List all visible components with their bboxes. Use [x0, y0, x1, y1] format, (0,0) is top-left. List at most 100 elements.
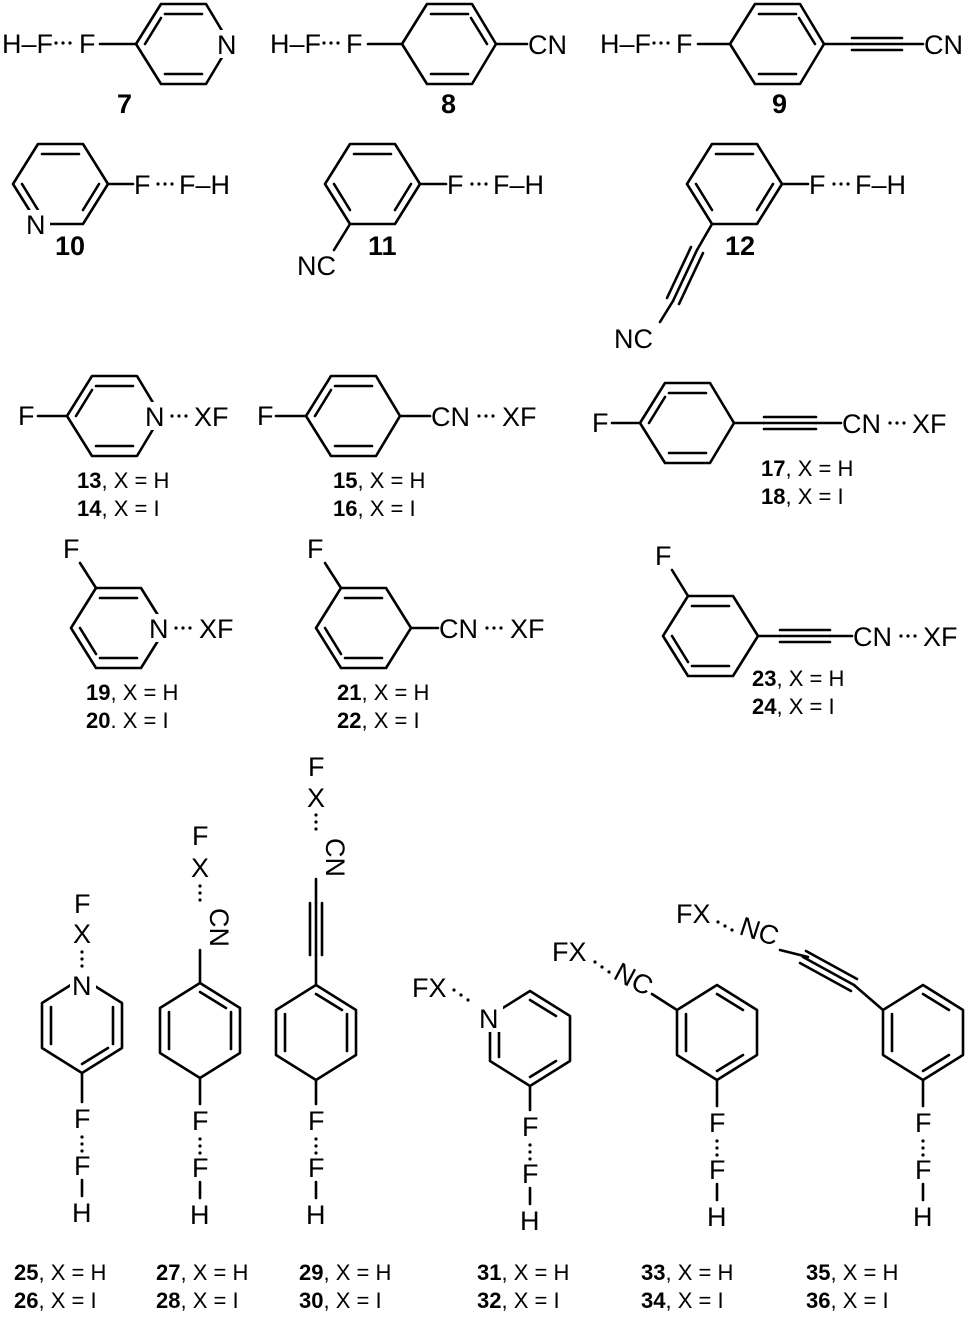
h-bond-dots — [314, 813, 318, 831]
caption-text: , X = I — [38, 1288, 96, 1313]
svg-text:34, X = I: 34, X = I — [641, 1288, 724, 1313]
atom-label-hf: H–F — [270, 29, 321, 59]
atom-label-h: H — [707, 1202, 727, 1232]
atom-label-xf: XF — [923, 622, 958, 652]
atom-label-cn: CN — [320, 838, 350, 877]
svg-text:17, X = H: 17, X = H — [761, 456, 853, 481]
h-bond-dot — [593, 960, 597, 964]
caption-text: , X = I — [101, 496, 159, 521]
atom-label-n: N — [149, 614, 169, 644]
caption-text: , X = I — [501, 1288, 559, 1313]
bond — [198, 990, 228, 1010]
structure-13-14: F N XF 13, X = H 14, X = I — [18, 374, 229, 521]
structure-9: H–F F CN 9 — [600, 2, 963, 119]
structure-12: F F–H NC 12 — [614, 142, 906, 354]
atom-label-cn: CN — [204, 908, 234, 947]
svg-text:33, X = H: 33, X = H — [641, 1260, 733, 1285]
h-bond-dot — [466, 998, 470, 1002]
compound-number: 22 — [337, 708, 361, 733]
benzene-ring — [323, 142, 422, 226]
atom-label-nc: NC — [736, 911, 782, 952]
h-bond-dot — [730, 928, 734, 932]
atom-label-f: F — [676, 29, 693, 59]
bond — [670, 568, 690, 598]
label-mask — [477, 1004, 503, 1032]
svg-text:32, X = I: 32, X = I — [477, 1288, 560, 1313]
structure-7: H–F F N 7 — [2, 2, 239, 119]
atom-label-f: F — [192, 1153, 209, 1183]
h-bond-dot — [607, 970, 611, 974]
compound-number: 23 — [752, 666, 776, 691]
caption-text: , X = H — [361, 680, 429, 705]
structure-23-24: F CN XF 23, X = H 24, X = I — [655, 541, 958, 719]
svg-text:30, X = I: 30, X = I — [299, 1288, 382, 1313]
label-mask — [142, 402, 168, 430]
bond — [313, 388, 333, 418]
compound-number: 31 — [477, 1260, 501, 1285]
compound-number: 35 — [806, 1260, 830, 1285]
atom-label-f: F — [63, 534, 80, 564]
h-bond-dots — [170, 414, 188, 418]
svg-text:23, X = H: 23, X = H — [752, 666, 844, 691]
svg-text:29, X = H: 29, X = H — [299, 1260, 391, 1285]
h-bond-dots — [80, 950, 84, 968]
bond — [143, 16, 163, 46]
h-bond-dots — [322, 41, 340, 45]
compound-number: 16 — [333, 496, 357, 521]
atom-label-h: H — [520, 1206, 540, 1236]
bond — [393, 182, 413, 212]
compound-number: 32 — [477, 1288, 501, 1313]
bond — [755, 182, 775, 212]
atom-label-h: H — [306, 1200, 326, 1230]
atom-label-h: H — [190, 1200, 210, 1230]
bond — [797, 16, 817, 46]
bond — [694, 182, 714, 212]
triple-bond — [677, 251, 705, 306]
benzene-ring — [638, 381, 736, 465]
caption-text: , X = H — [785, 456, 853, 481]
caption-text: , X = H — [323, 1260, 391, 1285]
compound-number: 34 — [641, 1288, 666, 1313]
compound-number: 24 — [752, 694, 777, 719]
compound-number: 18 — [761, 484, 785, 509]
caption-text: , X = I — [776, 694, 834, 719]
triple-bond — [801, 955, 856, 987]
structure-25-26: F X N F F H 25, X = H 26, X = I — [14, 889, 124, 1313]
structure-17-18: F CN XF 17, X = H 18, X = I — [592, 381, 947, 509]
atom-label-cn: CN — [853, 622, 892, 652]
label-mask — [24, 210, 50, 236]
atom-label-f: F — [79, 29, 96, 59]
compound-number: 7 — [117, 89, 132, 119]
atom-label-cn: CN — [439, 614, 478, 644]
caption-text: , X = H — [38, 1260, 106, 1285]
h-bond-dots — [485, 626, 503, 630]
benzene-ring — [400, 2, 498, 86]
pyridine-ring — [11, 142, 110, 226]
caption-text: , X = I — [785, 484, 843, 509]
atom-label-hf: H–F — [2, 29, 53, 59]
svg-text:28, X = I: 28, X = I — [156, 1288, 239, 1313]
h-bond-dots — [652, 41, 670, 45]
compound-number: 9 — [772, 89, 787, 119]
bond — [332, 222, 352, 252]
atom-label-x: X — [307, 783, 325, 813]
atom-label-f: F — [709, 1108, 726, 1138]
atom-label-x: X — [191, 853, 209, 883]
caption-text: , X = H — [665, 1260, 733, 1285]
compound-number: 13 — [77, 468, 101, 493]
atom-label-h: H — [913, 1202, 933, 1232]
bond — [647, 395, 667, 425]
benzene-ring — [304, 374, 402, 458]
atom-label-f: F — [522, 1159, 539, 1189]
svg-text:25, X = H: 25, X = H — [14, 1260, 106, 1285]
atom-label-hf: H–F — [600, 29, 651, 59]
h-bond-dots — [54, 41, 72, 45]
atom-label-f: F — [192, 821, 209, 851]
svg-text:26, X = I: 26, X = I — [14, 1288, 97, 1313]
h-bond-dots — [477, 414, 495, 418]
caption-text: , X = H — [110, 680, 178, 705]
atom-label-cn: CN — [924, 30, 963, 60]
bond — [81, 182, 101, 212]
compound-number: 12 — [725, 231, 755, 261]
